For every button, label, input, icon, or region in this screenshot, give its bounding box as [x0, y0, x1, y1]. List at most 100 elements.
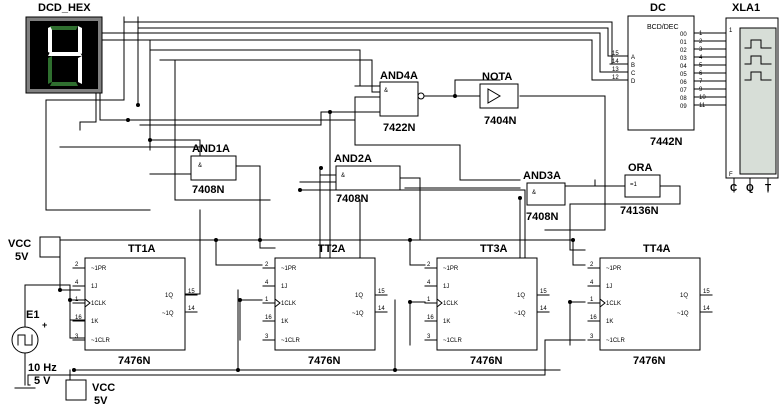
analyzer-corner-bottom: F [729, 172, 733, 178]
decoder-out-pin: 4 [699, 55, 703, 61]
ff-ref: TT3A [480, 243, 508, 255]
ff-pin-name: ~1PR [281, 266, 297, 272]
seven-segment-digit [48, 26, 82, 86]
source-amp: 5 V [34, 375, 51, 387]
ff-pin-name: 1CLK [281, 301, 296, 307]
wires [24, 16, 727, 386]
decoder-out-pin: 10 [699, 95, 706, 101]
ff-pin-name: 1J [281, 284, 287, 290]
and1a-ref: AND1A [192, 143, 230, 155]
ff-pin-name: 1J [91, 284, 97, 290]
ff-pin-name: ~1CLR [443, 338, 463, 344]
ff-q-label: 1Q [165, 293, 173, 299]
ff-pin-num: 4 [427, 280, 431, 286]
ff-pin-num: 2 [590, 262, 594, 268]
decoder-out-label: 09 [680, 104, 687, 110]
ff-pin-num: 3 [75, 334, 79, 340]
and3a-part: 7408N [526, 211, 558, 223]
ora-symbol: =1 [630, 182, 638, 188]
flipflop-tt2a[interactable]: TT2A2~1PR41J11CLK161K3~1CLR1Q~1Q15147476… [262, 243, 388, 367]
square-wave-icon [744, 39, 772, 49]
ff-out-pin-2: 14 [378, 306, 385, 312]
clock-source-e1[interactable]: E1 + 10 Hz 5 V [11, 302, 57, 389]
ff-out-pin-2: 14 [188, 306, 195, 312]
ff-q-label: 1Q [517, 293, 525, 299]
ff-q-label: 1Q [355, 293, 363, 299]
ff-out-pin-1: 15 [378, 289, 385, 295]
and2a-part: 7408N [336, 193, 368, 205]
ff-pin-num: 4 [590, 280, 594, 286]
ff-pin-num: 3 [265, 334, 269, 340]
decoder-out-pin: 7 [699, 79, 703, 85]
ff-q-label: 1Q [680, 293, 688, 299]
and2a-ref: AND2A [334, 153, 372, 165]
decoder-in-pin-label: D [631, 79, 636, 85]
ff-qbar-label: ~1Q [514, 311, 526, 317]
buffer-triangle-icon [487, 88, 501, 104]
and3a-symbol: & [532, 190, 536, 196]
ff-out-pin-2: 14 [540, 306, 547, 312]
ff-pin-name: ~1PR [443, 266, 459, 272]
display-label: DCD_HEX [38, 2, 91, 14]
and3a-ref: AND3A [523, 170, 561, 182]
source-ref: E1 [26, 309, 39, 321]
gate-and3a[interactable]: AND3A & 7408N [523, 170, 566, 223]
vcc-bottom[interactable]: VCC 5V [65, 379, 115, 407]
decoder-out-label: 06 [680, 80, 687, 86]
ff-pin-num: 2 [75, 262, 79, 268]
and4a-symbol: & [384, 88, 388, 94]
decoder-in-pin-num: 14 [612, 59, 619, 65]
decoder-out-label: 04 [680, 64, 687, 70]
decoder-in-pin-num: 12 [612, 75, 619, 81]
analyzer-pin-t: T [765, 183, 771, 194]
nota-part: 7404N [484, 115, 516, 127]
flipflop-tt1a[interactable]: TT1A2~1PR41J11CLK161K3~1CLR1Q~1Q15147476… [72, 243, 198, 367]
decoder-in-pin-num: 15 [612, 51, 619, 57]
decoder-out-label: 03 [680, 56, 687, 62]
hex-display[interactable]: DCD_HEX 4 [0, 0, 103, 94]
vcc-top-name: VCC [8, 238, 31, 250]
ff-pin-name: 1K [91, 319, 98, 325]
decoder-out-pin: 11 [699, 103, 706, 109]
and2a-symbol: & [341, 173, 345, 179]
gate-and1a[interactable]: AND1A & 7408N [190, 143, 237, 196]
decoder-out-pin: 6 [699, 71, 703, 77]
ff-pin-name: 1J [606, 284, 612, 290]
ff-pin-name: ~1CLR [281, 338, 301, 344]
vcc-top-value: 5V [15, 251, 29, 263]
flipflop-tt4a[interactable]: TT4A2~1PR41J11CLK161K3~1CLR1Q~1Q15147476… [587, 243, 713, 367]
source-freq: 10 Hz [28, 362, 57, 374]
clock-edge-icon [599, 297, 606, 309]
clock-edge-icon [84, 297, 91, 309]
square-wave-icon-2 [744, 55, 772, 65]
ff-ref: TT4A [643, 243, 671, 255]
flipflop-tt3a[interactable]: TT3A2~1PR41J11CLK161K3~1CLR1Q~1Q15147476… [424, 243, 550, 367]
ff-part: 7476N [118, 355, 150, 367]
vcc-top[interactable]: VCC 5V [8, 236, 61, 263]
decoder-out-pin: 1 [699, 31, 703, 37]
decoder-out-pin: 2 [699, 39, 703, 45]
analyzer-pin-c: C [730, 183, 737, 194]
ff-ref: TT2A [318, 243, 346, 255]
flipflops: TT1A2~1PR41J11CLK161K3~1CLR1Q~1Q15147476… [72, 243, 713, 367]
gate-nota[interactable]: NOTA 7404N [479, 71, 519, 127]
ff-qbar-label: ~1Q [677, 311, 689, 317]
decoder-out-pin: 3 [699, 47, 703, 53]
gate-and4a[interactable]: AND4A & 7422N [379, 70, 425, 134]
square-wave-icon-3 [744, 71, 772, 81]
source-plus: + [42, 320, 47, 330]
ff-pin-name: ~1CLR [606, 338, 626, 344]
logic-analyzer[interactable]: XLA1 1 F C Q T [725, 2, 779, 194]
gate-ora[interactable]: ORA =1 74136N [620, 162, 661, 217]
ff-part: 7476N [308, 355, 340, 367]
decoder-ref: DC [650, 2, 666, 14]
and1a-symbol: & [198, 163, 202, 169]
vcc-bottom-name: VCC [92, 382, 115, 394]
gate-and2a[interactable]: AND2A & 7408N [334, 153, 401, 205]
ff-pin-name: 1K [606, 319, 613, 325]
ff-pin-num: 1 [75, 297, 79, 303]
decoder-in-pin-label: B [631, 63, 635, 69]
decoder-out-pin: 9 [699, 87, 703, 93]
ff-pin-name: 1K [281, 319, 288, 325]
